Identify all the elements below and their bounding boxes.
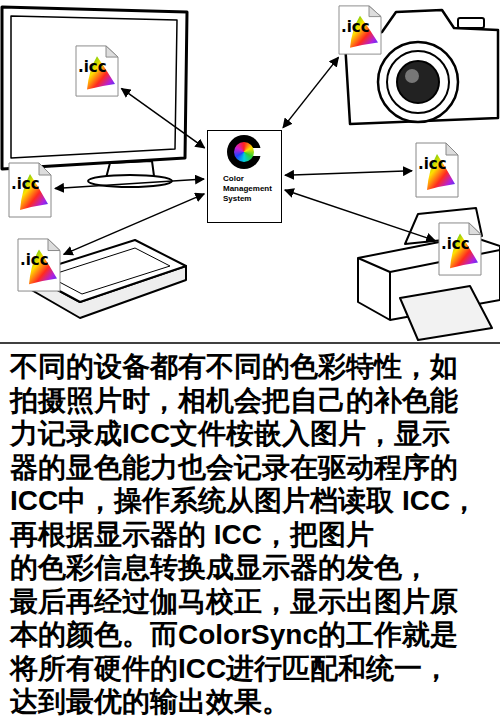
icc-page-fold	[469, 223, 481, 235]
icc-label: .icc	[11, 175, 40, 193]
separator-line	[0, 342, 500, 344]
double-arrow	[121, 88, 204, 147]
printer-output-tray	[400, 286, 492, 340]
monitor-illustration	[2, 7, 187, 187]
icc-page-fold	[48, 239, 60, 251]
double-arrow	[55, 179, 204, 188]
caption-text: 不同的设备都有不同的色彩特性，如 拍摄照片时，相机会把自己的补色能 力记录成IC…	[10, 350, 494, 719]
icc-file-icon: .icc	[8, 162, 52, 218]
scanner-glass	[48, 248, 170, 294]
diagram-area: .icc.iccColor Management System.icc.icc.…	[0, 0, 500, 343]
icc-page	[18, 239, 60, 291]
system-name: Color Management System	[223, 174, 277, 204]
icc-page-fold	[39, 163, 51, 175]
cms-logo-wheel	[234, 142, 254, 162]
icc-page-fold	[106, 46, 118, 57]
icc-label: .icc	[441, 235, 470, 253]
camera-lens-glass	[397, 61, 439, 103]
camera-lens-outer	[378, 42, 458, 122]
icc-page	[9, 163, 51, 217]
icc-page	[416, 143, 458, 197]
icc-file-icon: .icc	[338, 5, 382, 55]
printer-illustration	[358, 208, 500, 340]
icc-file-icon: .icc	[17, 238, 61, 292]
icc-page-fold	[446, 143, 458, 155]
double-arrow	[285, 171, 412, 175]
monitor-screen	[11, 16, 177, 158]
icc-label: .icc	[418, 155, 447, 173]
icc-file-icon: .icc	[75, 45, 119, 97]
icc-page	[339, 6, 381, 54]
double-arrow	[64, 194, 204, 255]
icc-label: .icc	[20, 251, 49, 269]
printer-corner	[389, 272, 391, 320]
camera-dial	[458, 18, 484, 28]
camera-lens-glint	[405, 69, 419, 83]
camera-lens-ring	[387, 51, 449, 113]
icc-label: .icc	[78, 58, 107, 76]
icc-page	[439, 223, 481, 275]
icc-page	[76, 46, 118, 96]
monitor-frame	[2, 7, 187, 169]
icc-file-icon: .icc	[438, 222, 482, 276]
double-arrow	[285, 190, 435, 241]
double-arrow	[283, 57, 338, 127]
icc-file-icon: .icc	[415, 142, 459, 198]
icc-label: .icc	[341, 18, 370, 36]
icc-page-fold	[369, 6, 381, 17]
